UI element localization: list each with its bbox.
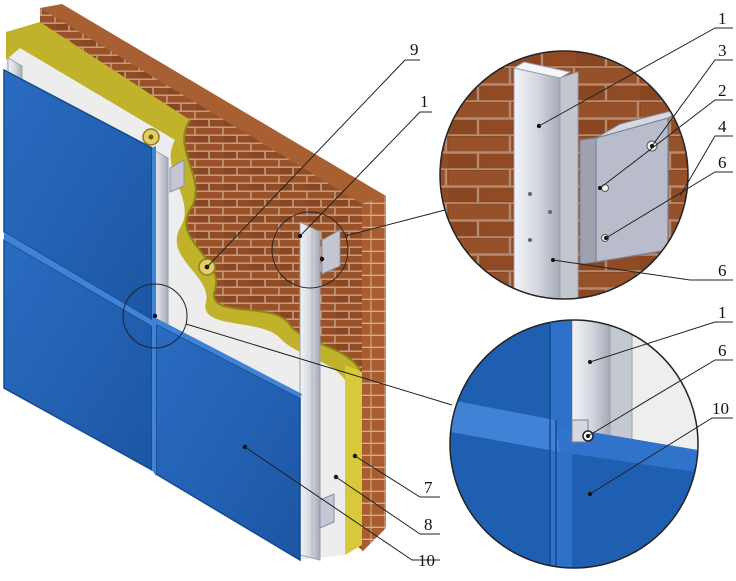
callout-top-1: 1 bbox=[718, 9, 727, 28]
brick-wall-side bbox=[362, 196, 386, 552]
callout-main-7: 7 bbox=[424, 478, 433, 497]
main-assembly bbox=[3, 4, 386, 562]
guide-rail-right bbox=[299, 221, 321, 561]
callout-main-8: 8 bbox=[424, 515, 433, 534]
detail-marker-top bbox=[271, 211, 349, 289]
callout-top-6b: 6 bbox=[718, 261, 727, 280]
callout-bottom-1: 1 bbox=[718, 303, 727, 322]
callout-main-9: 9 bbox=[410, 40, 419, 59]
rivet-icon bbox=[319, 256, 325, 262]
detail-view-top bbox=[439, 50, 689, 300]
callout-top-2: 2 bbox=[718, 81, 727, 100]
detail-marker-bottom bbox=[122, 283, 188, 349]
callout-top-3: 3 bbox=[718, 41, 727, 60]
callout-top-4: 4 bbox=[718, 117, 727, 136]
dowel-icon bbox=[142, 128, 160, 146]
bracket bbox=[169, 159, 341, 529]
callout-main-1: 1 bbox=[420, 92, 429, 111]
callout-main-10: 10 bbox=[418, 551, 435, 570]
callout-top-6a: 6 bbox=[718, 153, 727, 172]
leader-lines bbox=[206, 27, 733, 561]
rivet-icon bbox=[152, 313, 158, 319]
detail-view-bottom bbox=[449, 319, 699, 569]
detail-connectors bbox=[185, 209, 453, 406]
facade-panels bbox=[3, 68, 302, 562]
callout-bottom-6: 6 bbox=[718, 341, 727, 360]
insulation-side bbox=[345, 365, 362, 555]
callout-bottom-10: 10 bbox=[712, 399, 729, 418]
brick-wall-top bbox=[40, 4, 386, 204]
callout-labels: 9 1 7 8 10 1 3 2 4 6 6 1 6 10 bbox=[410, 9, 729, 570]
